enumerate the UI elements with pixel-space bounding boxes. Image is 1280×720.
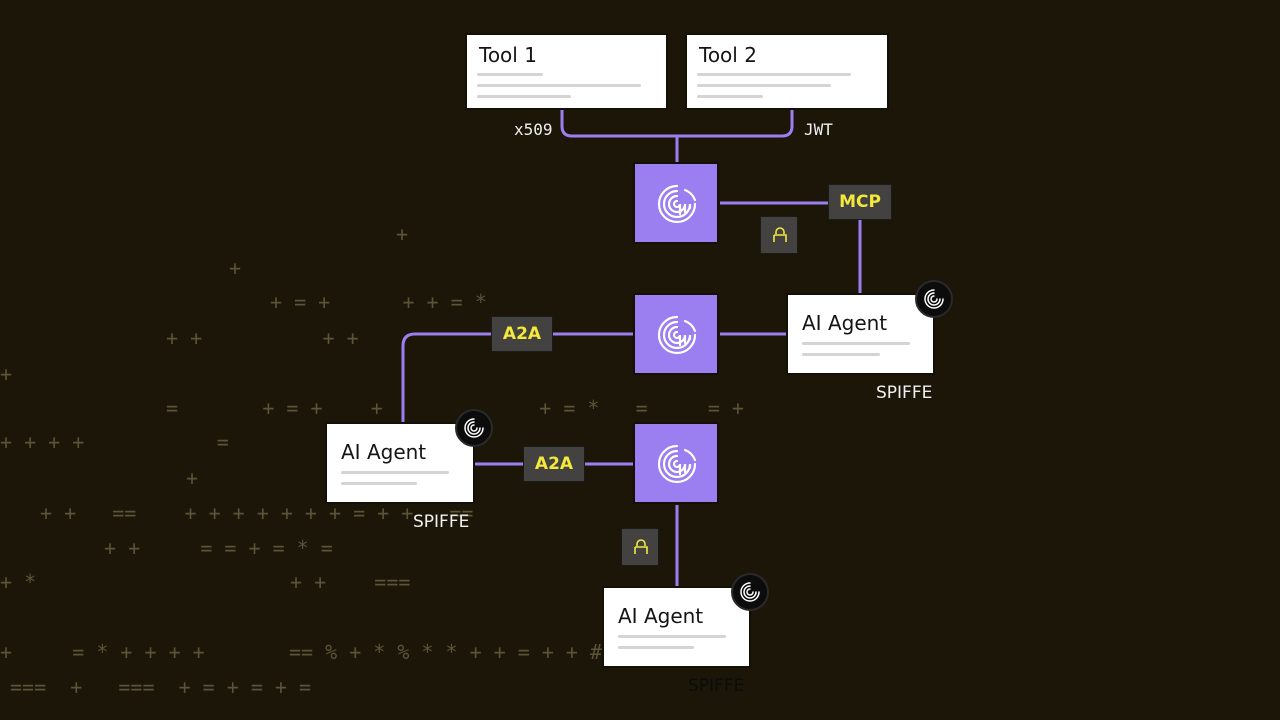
spiffe-label: SPIFFE bbox=[688, 676, 745, 696]
lock-icon bbox=[773, 227, 787, 242]
placeholder-line bbox=[697, 84, 831, 87]
placeholder-line bbox=[697, 73, 851, 76]
spiffe-label: SPIFFE bbox=[876, 383, 933, 403]
agent-avatar-badge bbox=[915, 280, 953, 318]
identity-hub-3[interactable] bbox=[633, 422, 719, 504]
fingerprint-icon bbox=[740, 582, 760, 602]
agent-card-bottom[interactable]: AI Agent bbox=[602, 586, 751, 668]
tool-title: Tool 1 bbox=[479, 43, 537, 67]
agent-title: AI Agent bbox=[341, 440, 427, 464]
placeholder-line bbox=[618, 635, 726, 638]
placeholder-line bbox=[802, 342, 910, 345]
wire-tool2-to-hub bbox=[677, 110, 794, 138]
placeholder-line bbox=[477, 73, 543, 76]
tool-title: Tool 2 bbox=[699, 43, 757, 67]
lock-badge-bottom bbox=[621, 528, 659, 566]
jwt-label: JWT bbox=[804, 120, 833, 139]
wire-a2a-top bbox=[401, 332, 633, 422]
identity-hub-1[interactable] bbox=[633, 162, 719, 244]
agent-avatar-badge bbox=[455, 409, 493, 447]
mcp-tag[interactable]: MCP bbox=[828, 184, 892, 220]
placeholder-line bbox=[477, 95, 571, 98]
placeholder-line bbox=[341, 471, 449, 474]
fingerprint-icon bbox=[924, 289, 944, 309]
fingerprint-icon bbox=[657, 315, 697, 355]
fingerprint-icon bbox=[657, 184, 697, 224]
agent-avatar-badge bbox=[731, 573, 769, 611]
tool-card-2[interactable]: Tool 2 bbox=[685, 33, 889, 110]
tool-card-1[interactable]: Tool 1 bbox=[465, 33, 668, 110]
fingerprint-icon bbox=[657, 444, 697, 484]
a2a-tag-top[interactable]: A2A bbox=[491, 316, 553, 352]
agent-title: AI Agent bbox=[802, 311, 888, 335]
placeholder-line bbox=[618, 646, 694, 649]
agent-card-right[interactable]: AI Agent bbox=[786, 293, 935, 375]
identity-hub-2[interactable] bbox=[633, 293, 719, 375]
lock-badge-top bbox=[760, 216, 798, 254]
placeholder-line bbox=[802, 353, 880, 356]
x509-label: x509 bbox=[514, 120, 553, 139]
fingerprint-icon bbox=[464, 418, 484, 438]
spiffe-label: SPIFFE bbox=[413, 512, 470, 532]
a2a-tag-bottom[interactable]: A2A bbox=[523, 446, 585, 482]
agent-card-left[interactable]: AI Agent bbox=[325, 422, 475, 504]
placeholder-line bbox=[697, 95, 763, 98]
agent-title: AI Agent bbox=[618, 604, 704, 628]
placeholder-line bbox=[477, 84, 641, 87]
placeholder-line bbox=[341, 482, 417, 485]
lock-icon bbox=[634, 539, 648, 554]
wire-tool1-to-hub bbox=[560, 110, 677, 138]
